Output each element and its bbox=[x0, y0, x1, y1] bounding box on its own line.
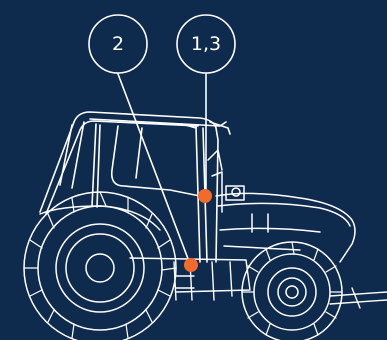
callout-leaders bbox=[118, 74, 206, 264]
callout-1-3-label: 1,3 bbox=[191, 33, 221, 55]
rear-wheel bbox=[24, 192, 176, 340]
hood-outline bbox=[208, 150, 355, 262]
marker-point-1-3 bbox=[198, 189, 212, 203]
callout-2: 2 bbox=[89, 15, 147, 73]
callout-2-label: 2 bbox=[112, 33, 124, 55]
callout-1-3: 1,3 bbox=[177, 15, 235, 73]
marker-point-2 bbox=[184, 258, 198, 272]
cab-outline bbox=[40, 112, 230, 262]
front-wheel bbox=[242, 242, 342, 340]
